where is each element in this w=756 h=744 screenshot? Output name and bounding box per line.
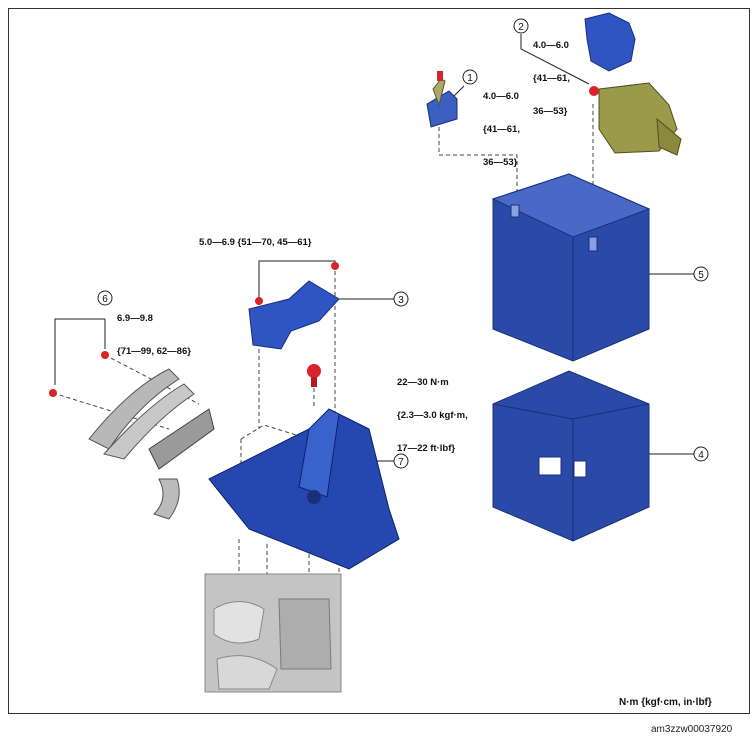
bracket-part: [248, 280, 340, 350]
vehicle-body-section: [204, 573, 342, 693]
battery-carrier: [208, 408, 400, 570]
callout-number: 4: [698, 450, 704, 461]
top-bolt: [331, 262, 339, 270]
torque-line: 4.0—6.0: [483, 91, 519, 102]
battery-clamp-part: [426, 71, 458, 128]
callout-number: 7: [398, 457, 404, 468]
callout-2: 2: [513, 18, 529, 34]
torque-line: 6.9—9.8: [117, 313, 153, 324]
battery: [491, 173, 651, 362]
callout-6: 6: [97, 290, 113, 306]
callout-number: 3: [398, 295, 404, 306]
torque-label-6: 6.9—9.8 {71—99, 62—86}: [117, 291, 191, 379]
document-id: am3zzw00037920: [651, 724, 733, 735]
exploded-diagram: 1 2 3 4 5 6 7: [49, 12, 709, 693]
callout-5: 5: [693, 266, 709, 282]
torque-label-2: 4.0—6.0 {41—61, 36—53}: [533, 18, 570, 139]
torque-line: 36—53}: [533, 106, 568, 117]
torque-line: 36—53}: [483, 157, 518, 168]
torque-label-bolt: 22—30 N·m {2.3—3.0 kgf·m, 17—22 ft·lbf}: [397, 355, 468, 476]
callout-number: 1: [467, 73, 473, 84]
torque-line: 17—22 ft·lbf}: [397, 443, 456, 454]
callout-number: 5: [698, 270, 704, 281]
battery-cable-assembly: [584, 12, 682, 156]
torque-label-1: 4.0—6.0 {41—61, 36—53}: [483, 69, 520, 190]
torque-line: 22—30 N·m: [397, 377, 449, 388]
callout-1: 1: [462, 69, 478, 85]
main-bolt: [307, 364, 321, 387]
callout-7: 7: [393, 453, 409, 469]
callout-number: 2: [518, 22, 524, 33]
pipe-assembly: [49, 351, 215, 520]
callout-3: 3: [393, 291, 409, 307]
battery-tray: [492, 370, 650, 542]
torque-line: {41—61,: [533, 73, 570, 84]
units-legend: N·m {kgf·cm, in·lbf}: [619, 697, 712, 708]
diagram-frame: 1 2 3 4 5 6 7: [8, 8, 750, 714]
torque-line: 4.0—6.0: [533, 40, 569, 51]
torque-line: {2.3—3.0 kgf·m,: [397, 410, 468, 421]
torque-line: {41—61,: [483, 124, 520, 135]
callout-number: 6: [102, 294, 108, 305]
callout-4: 4: [693, 446, 709, 462]
torque-label-top: 5.0—6.9 {51—70, 45—61}: [199, 237, 312, 248]
torque-line: {71—99, 62—86}: [117, 346, 191, 357]
